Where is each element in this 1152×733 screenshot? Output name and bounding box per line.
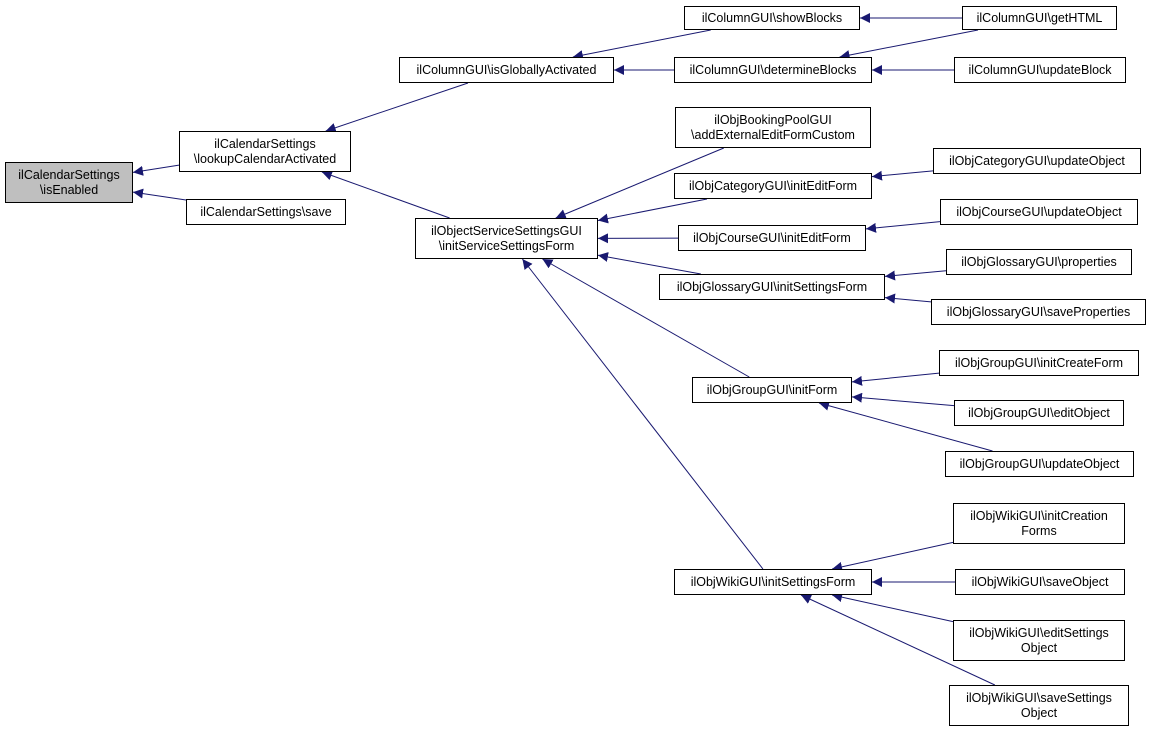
node-label-line: ilColumnGUI\isGloballyActivated [416,62,597,77]
node-ilobjwikigui-editsettingsobject[interactable]: ilObjWikiGUI\editSettings Object [953,620,1125,661]
call-edge [597,198,708,224]
node-ilcalendarsettings-lookupcalendaractivated[interactable]: ilCalendarSettings \lookupCalendarActiva… [179,131,351,172]
node-label-line: ilCalendarSettings [214,136,316,151]
node-ilcalendarsettings-isenabled: ilCalendarSettings \isEnabled [5,162,133,203]
node-ilcolumngui-gethtml[interactable]: ilColumnGUI\getHTML [962,6,1117,30]
node-label-line: ilObjGroupGUI\updateObject [959,456,1120,471]
node-ilcolumngui-isgloballyactivated[interactable]: ilColumnGUI\isGloballyActivated [399,57,614,83]
node-label-line: ilObjWikiGUI\saveObject [971,574,1109,589]
node-label-line: ilColumnGUI\showBlocks [701,10,843,25]
node-label-line: ilObjWikiGUI\saveSettings [966,690,1112,705]
call-edge [572,29,711,60]
node-ilobjcategorygui-initeditform[interactable]: ilObjCategoryGUI\initEditForm [674,173,872,199]
node-ilobjcoursegui-initeditform[interactable]: ilObjCourseGUI\initEditForm [678,225,866,251]
call-edge [800,594,996,686]
call-edge [851,392,955,407]
node-ilobjcategorygui-updateobject[interactable]: ilObjCategoryGUI\updateObject [933,148,1141,174]
call-edge [542,258,750,378]
node-label-line: ilObjGlossaryGUI\initSettingsForm [676,279,868,294]
node-label-line: ilObjWikiGUI\editSettings [969,625,1109,640]
node-ilobjgroupgui-updateobject[interactable]: ilObjGroupGUI\updateObject [945,451,1134,477]
node-ilcolumngui-updateblock[interactable]: ilColumnGUI\updateBlock [954,57,1126,83]
node-ilobjglossarygui-properties[interactable]: ilObjGlossaryGUI\properties [946,249,1132,275]
call-edge [325,82,469,133]
call-edge [871,170,934,181]
call-edge [865,221,941,233]
node-label-line: ilCalendarSettings\save [200,204,332,219]
node-ilobjectservicesettingsgui-initservicesettingsform[interactable]: ilObjectServiceSettingsGUI \initServiceS… [415,218,598,259]
call-edge [555,147,724,219]
node-ilobjwikigui-savesettingsobject[interactable]: ilObjWikiGUI\saveSettings Object [949,685,1129,726]
node-label-line: ilObjGroupGUI\initForm [706,382,838,397]
call-edge [884,293,932,304]
node-label-line: ilObjGroupGUI\editObject [968,405,1110,420]
node-label-line: Object [1020,640,1058,655]
node-label-line: Forms [1021,523,1057,538]
node-label-line: Object [1020,705,1058,720]
call-edge [832,541,954,572]
node-label-line: ilObjCategoryGUI\initEditForm [688,178,858,193]
node-ilobjbookingpoolgui-addexternaleditformcustom[interactable]: ilObjBookingPoolGUI \addExternalEditForm… [675,107,871,148]
node-ilcolumngui-showblocks[interactable]: ilColumnGUI\showBlocks [684,6,860,30]
node-ilobjgroupgui-initcreateform[interactable]: ilObjGroupGUI\initCreateForm [939,350,1139,376]
node-label-line: \addExternalEditFormCustom [691,127,855,142]
node-ilobjcoursegui-updateobject[interactable]: ilObjCourseGUI\updateObject [940,199,1138,225]
node-label-line: ilColumnGUI\determineBlocks [689,62,857,77]
node-label-line: ilCalendarSettings [18,167,120,182]
node-label-line: ilObjectServiceSettingsGUI [431,223,582,238]
node-ilcolumngui-determineblocks[interactable]: ilColumnGUI\determineBlocks [674,57,872,83]
call-edge [851,372,940,386]
call-edge [522,258,764,570]
node-label-line: ilObjGlossaryGUI\saveProperties [946,304,1131,319]
node-label-line: ilObjGlossaryGUI\properties [961,254,1117,269]
call-edge [321,170,450,219]
call-edge [832,592,954,623]
node-label-line: ilObjCategoryGUI\updateObject [949,153,1125,168]
node-label-line: ilObjWikiGUI\initSettingsForm [690,574,856,589]
node-label-line: ilObjBookingPoolGUI [714,112,832,127]
node-label-line: ilColumnGUI\getHTML [976,10,1103,25]
call-edge [132,188,187,201]
node-label-line: \isEnabled [39,182,99,197]
node-label-line: ilObjWikiGUI\initCreation [970,508,1108,523]
node-label-line: ilObjGroupGUI\initCreateForm [954,355,1124,370]
node-ilobjgroupgui-editobject[interactable]: ilObjGroupGUI\editObject [954,400,1124,426]
node-ilcalendarsettings-save[interactable]: ilCalendarSettings\save [186,199,346,225]
node-label-line: \initServiceSettingsForm [438,238,575,253]
node-label-line: ilColumnGUI\updateBlock [968,62,1112,77]
call-edge [839,29,979,60]
node-ilobjwikigui-initsettingsform[interactable]: ilObjWikiGUI\initSettingsForm [674,569,872,595]
node-ilobjwikigui-saveobject[interactable]: ilObjWikiGUI\saveObject [955,569,1125,595]
node-label-line: ilObjCourseGUI\initEditForm [693,230,851,245]
node-label-line: \lookupCalendarActivated [193,151,337,166]
node-label-line: ilObjCourseGUI\updateObject [956,204,1122,219]
call-edge [597,252,701,275]
call-edge [884,270,947,281]
call-edge [818,400,993,452]
node-ilobjglossarygui-saveproperties[interactable]: ilObjGlossaryGUI\saveProperties [931,299,1146,325]
node-ilobjglossarygui-initsettingsform[interactable]: ilObjGlossaryGUI\initSettingsForm [659,274,885,300]
node-ilobjwikigui-initcreationforms[interactable]: ilObjWikiGUI\initCreation Forms [953,503,1125,544]
node-ilobjgroupgui-initform[interactable]: ilObjGroupGUI\initForm [692,377,852,403]
call-edge [132,164,180,176]
